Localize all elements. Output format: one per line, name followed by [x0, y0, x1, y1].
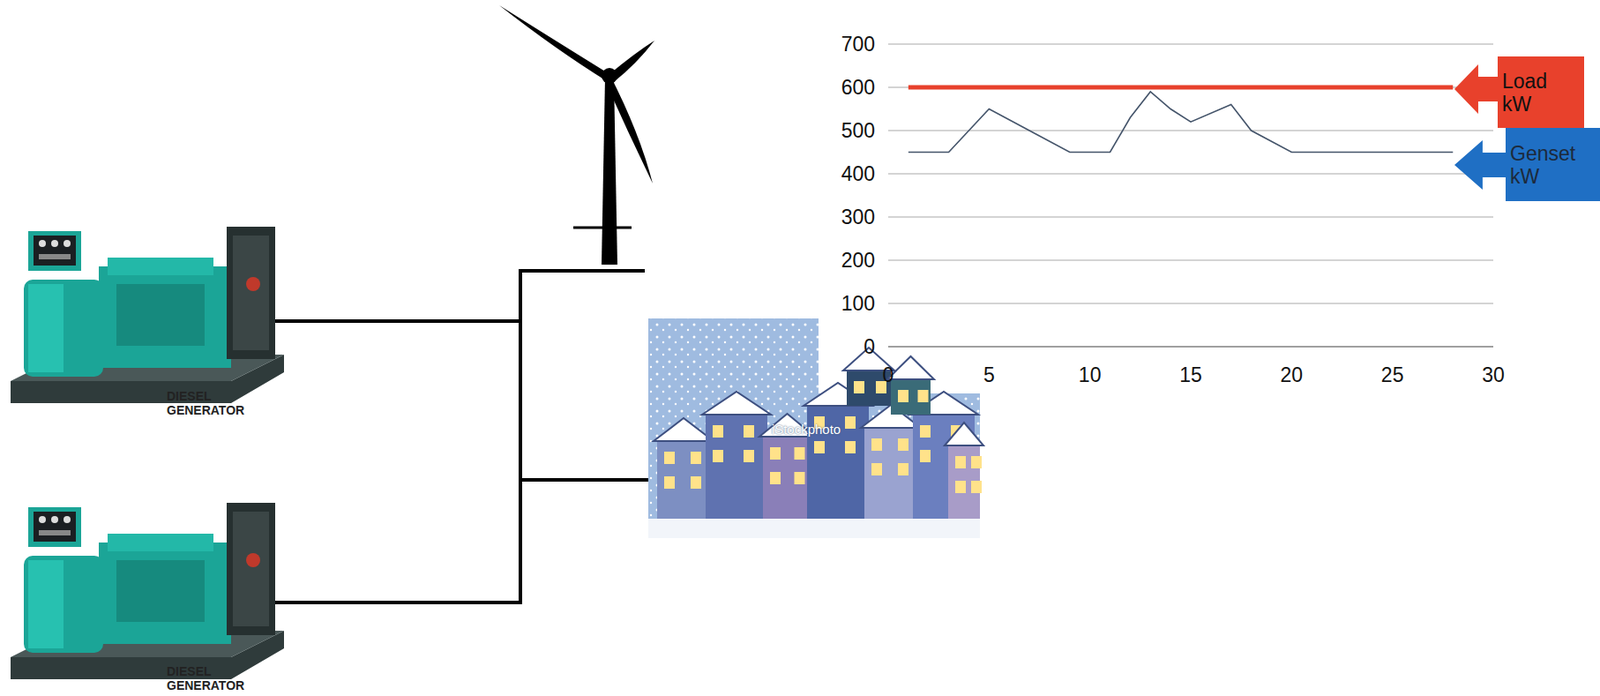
y-tick-label: 300: [841, 205, 875, 230]
watermark: iStockphoto: [771, 421, 841, 437]
diesel-generator-picture: [10, 226, 285, 404]
y-tick-label: 0: [863, 335, 875, 359]
grid-line: [888, 87, 1494, 89]
load-series: [908, 85, 1453, 90]
plot-area: [888, 40, 1497, 350]
bus-wires: [275, 269, 649, 605]
house: [887, 356, 935, 415]
grid-line: [888, 260, 1494, 262]
grid-line: [888, 130, 1494, 132]
x-tick-label: 10: [1078, 363, 1102, 388]
snowy-town-picture: [648, 318, 984, 539]
generator-label: DIESEL GENERATOR: [166, 388, 252, 418]
legend-callout: Load kW: [1454, 56, 1585, 128]
y-tick-label: 700: [841, 32, 875, 57]
legend-swatch: [1454, 56, 1585, 128]
legend-label: Load kW: [1502, 69, 1557, 116]
grid-line: [888, 173, 1494, 175]
legend-callout: Genset kW: [1454, 127, 1600, 202]
generator-unit: DIESEL GENERATOR: [10, 226, 296, 421]
grid-line: [888, 44, 1494, 45]
legend-label: Genset kW: [1510, 142, 1585, 188]
y-tick-label: 600: [841, 75, 875, 100]
x-tick-label: 30: [1481, 363, 1505, 388]
line-chart: [888, 40, 1497, 350]
y-tick-label: 200: [841, 248, 875, 273]
legend-swatch: [1454, 127, 1600, 202]
x-tick-label: 0: [882, 363, 895, 388]
house: [653, 418, 714, 519]
house: [860, 404, 921, 519]
grid-line: [888, 303, 1494, 305]
grid-line: [888, 216, 1494, 218]
y-tick-label: 400: [841, 162, 875, 187]
x-tick-label: 25: [1381, 363, 1405, 388]
wind-turbine: [499, 5, 655, 265]
diesel-generator-picture: [10, 502, 285, 680]
x-tick-label: 5: [983, 363, 995, 388]
y-tick-label: 500: [841, 119, 875, 143]
x-tick-label: 15: [1179, 363, 1203, 388]
house: [944, 422, 984, 519]
x-tick-label: 20: [1280, 363, 1304, 388]
house: [702, 391, 771, 519]
generator-label: DIESEL GENERATOR: [166, 664, 252, 693]
x-axis: [888, 345, 1494, 348]
y-tick-label: 100: [841, 291, 875, 316]
generator-unit: DIESEL GENERATOR: [10, 502, 296, 696]
genset-series: [908, 91, 1453, 153]
